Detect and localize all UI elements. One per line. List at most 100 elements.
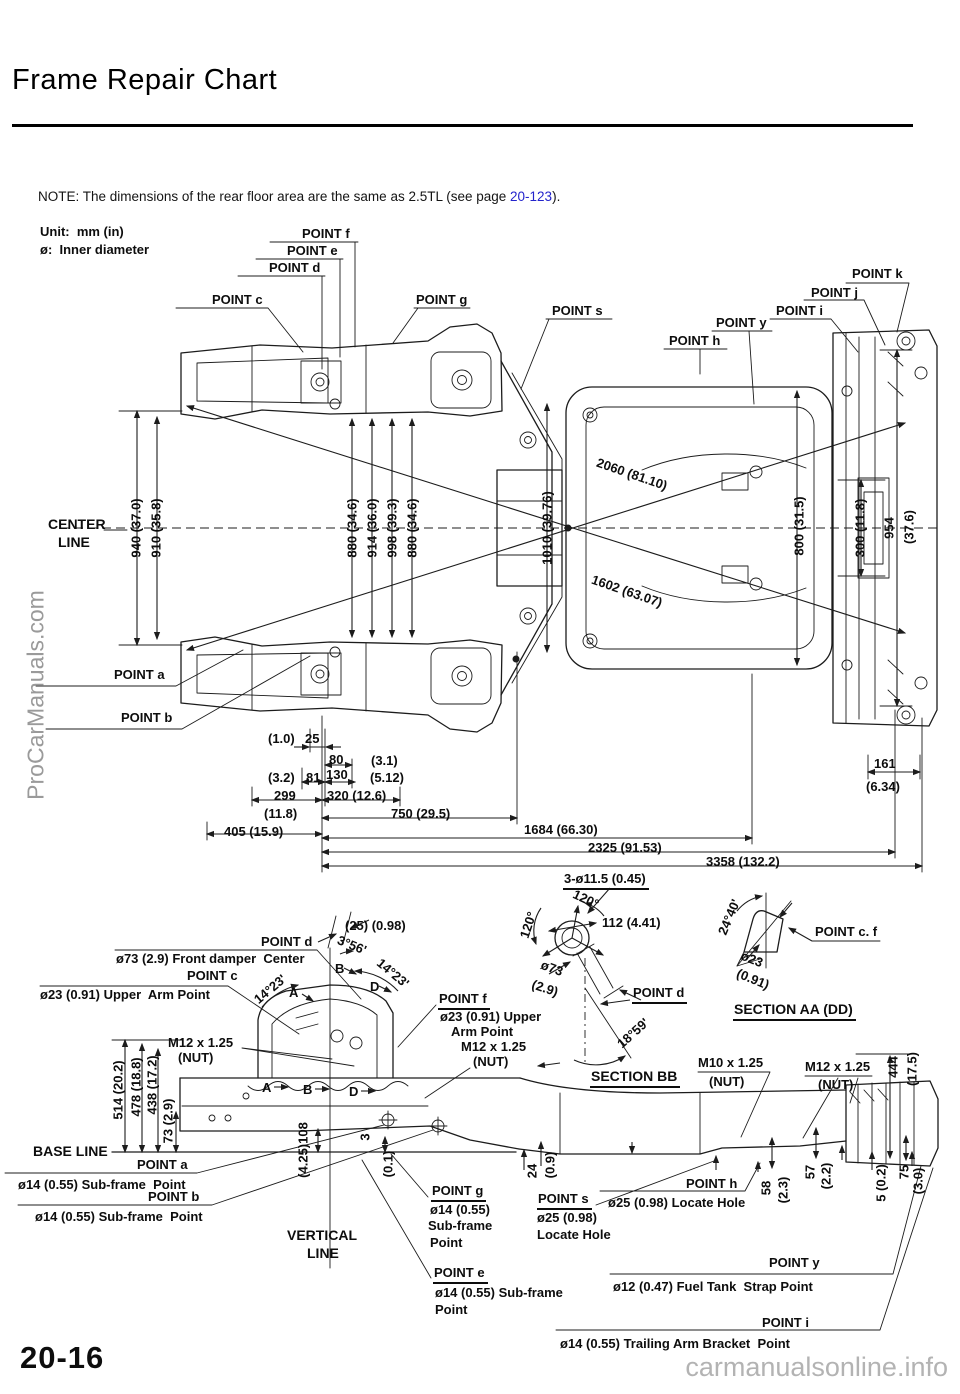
dim-880-a: 880 (34.6) bbox=[344, 498, 360, 558]
subframe-e-label-1: ø14 (0.55) Sub-frame bbox=[435, 1285, 563, 1300]
upper-arm-f-label-1: ø23 (0.91) Upper bbox=[440, 1009, 542, 1024]
m12-right-label-1: M12 x 1.25 bbox=[805, 1059, 871, 1074]
dim-58: 58 bbox=[758, 1180, 774, 1196]
dim-300: 300 (11.8) bbox=[852, 498, 868, 558]
dim-2325: 2325 (91.53) bbox=[588, 840, 662, 855]
dim-1684: 1684 (66.30) bbox=[524, 822, 598, 837]
dim-73: 73 (2.9) bbox=[160, 1098, 176, 1144]
dim-80: 80 bbox=[329, 752, 344, 767]
note-close: ). bbox=[552, 189, 561, 204]
dim-25-in: (1.0) bbox=[268, 731, 295, 746]
top-view-drawing bbox=[35, 241, 938, 873]
subframe-g-label-3: Point bbox=[430, 1235, 463, 1250]
m12-right-label-2: (NUT) bbox=[818, 1077, 854, 1092]
upper-arm-label: ø23 (0.91) Upper Arm Point bbox=[40, 987, 210, 1002]
dim-800: 800 (31.5) bbox=[791, 496, 807, 556]
subframe-e-label-2: Point bbox=[435, 1302, 468, 1317]
m10-label-2: (NUT) bbox=[709, 1074, 745, 1089]
point-k-callout: POINT k bbox=[852, 266, 903, 281]
point-d-side-callout: POINT d bbox=[261, 934, 313, 949]
dim-81-in: (3.2) bbox=[268, 770, 295, 785]
point-g-callout: POINT g bbox=[416, 292, 468, 307]
dim-998: 998 (39.3) bbox=[384, 498, 400, 558]
dim-299: 299 bbox=[274, 788, 296, 803]
dim-750: 750 (29.5) bbox=[391, 806, 451, 821]
dim-405: 405 (15.9) bbox=[224, 824, 284, 839]
section-aa-label: SECTION AA (DD) bbox=[733, 1001, 856, 1021]
dim-299-in: (11.8) bbox=[264, 806, 298, 821]
point-d-callout: POINT d bbox=[269, 260, 321, 275]
point-e-callout: POINT e bbox=[287, 243, 338, 258]
point-h-callout: POINT h bbox=[669, 333, 721, 348]
rail-letter-b: B bbox=[303, 1082, 313, 1097]
point-a-callout: POINT a bbox=[114, 667, 165, 682]
section-bb-label: SECTION BB bbox=[590, 1068, 681, 1088]
watermark-side: ProCarManuals.com bbox=[22, 590, 49, 800]
holes-3-callout: 3-ø11.5 (0.45) bbox=[563, 871, 649, 890]
dim-25-098: (25) (0.98) bbox=[345, 918, 406, 933]
point-c-side-callout: POINT c bbox=[187, 968, 238, 983]
unit-legend: Unit: mm (in) bbox=[40, 224, 124, 239]
trailing-arm-label: ø14 (0.55) Trailing Arm Bracket Point bbox=[560, 1336, 790, 1351]
dim-320: 320 (12.6) bbox=[327, 788, 387, 803]
dim-112: 112 (4.41) bbox=[602, 915, 661, 930]
dim-80-in: (3.1) bbox=[371, 753, 398, 768]
page-title: Frame Repair Chart bbox=[12, 64, 278, 96]
locate-s-label-2: Locate Hole bbox=[537, 1227, 611, 1242]
m12-f-label-2: (NUT) bbox=[473, 1054, 509, 1069]
upper-arm-f-label-2: Arm Point bbox=[451, 1024, 514, 1039]
point-b-side-callout: POINT b bbox=[148, 1189, 200, 1204]
point-i-side-callout: POINT i bbox=[762, 1315, 809, 1330]
point-e-side-callout: POINT e bbox=[433, 1265, 488, 1284]
center-line-label-2: LINE bbox=[58, 534, 90, 550]
section-letter-a: A bbox=[289, 985, 299, 1000]
fuel-tank-label: ø12 (0.47) Fuel Tank Strap Point bbox=[613, 1279, 813, 1294]
dim-914: 914 (36.0) bbox=[364, 498, 380, 558]
dim-75: 75 bbox=[896, 1164, 912, 1180]
point-cf-callout: POINT c. f bbox=[815, 924, 878, 939]
dim-478: 478 (18.8) bbox=[128, 1057, 144, 1117]
point-c-callout: POINT c bbox=[212, 292, 263, 307]
vertical-line-label-2: LINE bbox=[307, 1245, 339, 1261]
point-y-callout: POINT y bbox=[716, 315, 767, 330]
point-j-callout: POINT j bbox=[811, 285, 858, 300]
dim-954-in: (37.6) bbox=[901, 510, 917, 544]
dim-444: 444 bbox=[885, 1056, 901, 1078]
note-label: NOTE: bbox=[38, 189, 80, 204]
point-y-side-callout: POINT y bbox=[769, 1255, 820, 1270]
watermark-footer: carmanualsonline.info bbox=[685, 1352, 948, 1382]
dim-5: 5 (0.2) bbox=[873, 1164, 889, 1202]
m12-left-label-2: (NUT) bbox=[178, 1050, 214, 1065]
point-f-callout: POINT f bbox=[302, 226, 350, 241]
dim-514: 514 (20.2) bbox=[110, 1060, 126, 1120]
dim-910: 910 (35.8) bbox=[148, 498, 164, 558]
locate-h-label: ø25 (0.98) Locate Hole bbox=[608, 1195, 746, 1210]
dim-438: 438 (17.2) bbox=[144, 1055, 160, 1115]
diameter-legend: ø: Inner diameter bbox=[40, 242, 150, 257]
locate-s-label-1: ø25 (0.98) bbox=[537, 1210, 597, 1225]
rail-letter-a: A bbox=[262, 1080, 272, 1095]
rail-letter-d: D bbox=[349, 1084, 359, 1099]
subframe-a-label: ø14 (0.55) Sub-frame Point bbox=[18, 1177, 186, 1192]
dim-75-in: (3.0) bbox=[910, 1167, 926, 1195]
page-number: 20-16 bbox=[20, 1340, 105, 1375]
dim-3358: 3358 (132.2) bbox=[706, 854, 780, 869]
title-rule bbox=[12, 124, 913, 127]
point-g-side-callout: POINT g bbox=[431, 1183, 487, 1202]
point-f-side-callout: POINT f bbox=[438, 991, 490, 1010]
section-letter-b: B bbox=[335, 961, 345, 976]
front-damper-label: ø73 (2.9) Front damper Center bbox=[116, 951, 305, 966]
page-link-20-123[interactable]: 20-123 bbox=[510, 189, 553, 204]
dim-954: 954 bbox=[881, 517, 897, 539]
subframe-g-label-1: ø14 (0.55) bbox=[430, 1202, 490, 1217]
point-s-callout: POINT s bbox=[552, 303, 603, 318]
point-a-side-callout: POINT a bbox=[137, 1157, 188, 1172]
vertical-line-label-1: VERTICAL bbox=[287, 1227, 357, 1243]
m12-left-label-1: M12 x 1.25 bbox=[168, 1035, 234, 1050]
dim-161: 161 bbox=[874, 756, 896, 771]
dim-108: (4.25)108 bbox=[295, 1122, 311, 1178]
point-s-side-callout: POINT s bbox=[537, 1191, 592, 1210]
subframe-b-label: ø14 (0.55) Sub-frame Point bbox=[35, 1209, 203, 1224]
dim-1010: 1010 (39.76) bbox=[539, 491, 555, 565]
